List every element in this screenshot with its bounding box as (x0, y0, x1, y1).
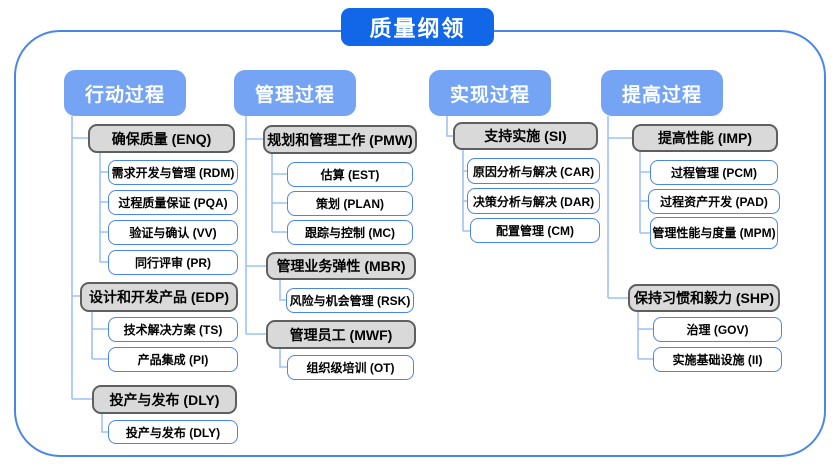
node-cm: 配置管理 (CM) (470, 218, 600, 243)
node-gov: 治理 (GOV) (653, 317, 782, 342)
node-mpm: 管理性能与度量 (MPM) (650, 217, 778, 249)
column-header-realization: 实现过程 (429, 70, 551, 116)
node-rdm: 需求开发与管理 (RDM) (108, 160, 238, 185)
node-est: 估算 (EST) (287, 162, 413, 187)
column-header-management: 管理过程 (234, 70, 356, 116)
connector-col4 (607, 116, 653, 360)
node-edp: 设计和开发产品 (EDP) (80, 282, 238, 312)
node-shp: 保持习惯和毅力 (SHP) (628, 284, 780, 312)
node-rsk: 风险与机会管理 (RSK) (286, 288, 414, 313)
node-pad: 过程资产开发 (PAD) (648, 189, 780, 214)
node-imp: 提高性能 (IMP) (632, 124, 778, 152)
node-pi: 产品集成 (PI) (108, 347, 238, 372)
node-enq: 确保质量 (ENQ) (88, 124, 235, 153)
node-pr: 同行评审 (PR) (108, 250, 238, 275)
node-car: 原因分析与解决 (CAR) (467, 158, 600, 184)
connector-col2 (245, 116, 287, 368)
connector-col1 (71, 116, 108, 433)
node-ii: 实施基础设施 (II) (653, 347, 782, 372)
node-dar: 决策分析与解决 (DAR) (467, 188, 600, 214)
column-header-action: 行动过程 (64, 70, 186, 116)
diagram-title: 质量纲领 (341, 8, 494, 46)
node-mbr: 管理业务弹性 (MBR) (266, 252, 416, 280)
node-dly-group: 投产与发布 (DLY) (92, 385, 237, 414)
node-pcm: 过程管理 (PCM) (650, 160, 778, 185)
node-si: 支持实施 (SI) (453, 122, 598, 150)
node-mc: 跟踪与控制 (MC) (287, 220, 413, 245)
connector-col3 (446, 116, 470, 232)
node-pqa: 过程质量保证 (PQA) (108, 190, 238, 215)
node-vv: 验证与确认 (VV) (108, 220, 238, 245)
node-dly: 投产与发布 (DLY) (108, 420, 238, 444)
column-header-improvement: 提高过程 (601, 70, 723, 116)
node-mwf: 管理员工 (MWF) (266, 320, 416, 349)
node-plan: 策划 (PLAN) (287, 191, 413, 216)
node-pmw: 规划和管理工作 (PMW) (263, 125, 417, 154)
node-ot: 组织级培训 (OT) (287, 355, 414, 380)
node-ts: 技术解决方案 (TS) (108, 317, 238, 342)
